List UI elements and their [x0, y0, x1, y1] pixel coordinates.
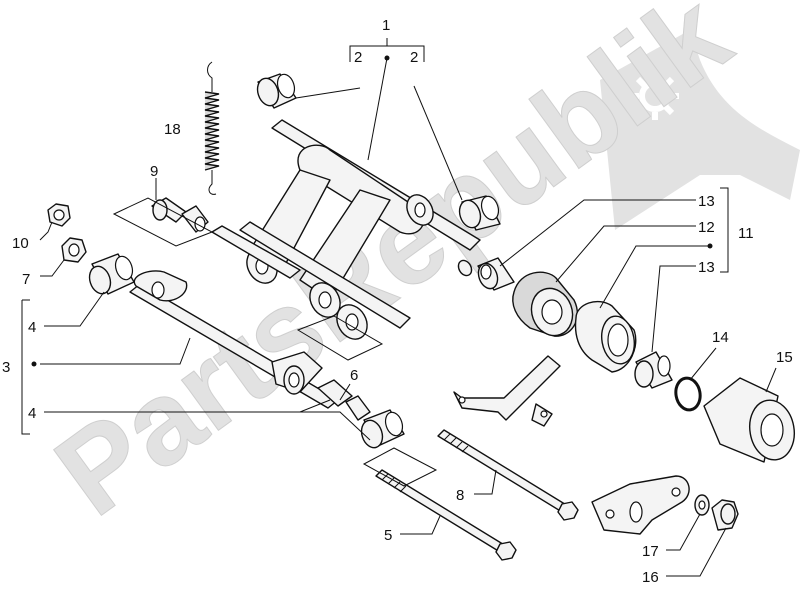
callout-4: 4 — [28, 319, 36, 336]
gear-icon — [631, 72, 679, 120]
callout-16: 16 — [642, 569, 659, 586]
part-12-bearing — [512, 271, 579, 337]
callout-18: 18 — [164, 121, 181, 138]
callout-9: 9 — [150, 163, 158, 180]
part-2-bush-right — [458, 195, 501, 231]
callout-3: 3 — [2, 359, 10, 376]
part-17-washer — [694, 494, 710, 516]
callout-1: 1 — [382, 17, 390, 34]
part-18-spring — [204, 61, 220, 195]
part-4-bush-upper — [88, 253, 135, 295]
part-5-bolt — [375, 469, 517, 561]
callout-dots — [31, 55, 713, 367]
part-4-bush-lower — [360, 409, 405, 449]
callout-8: 8 — [456, 487, 464, 504]
callout-13: 13 — [698, 259, 715, 276]
part-6-pin — [317, 379, 371, 421]
part-7-nut — [61, 237, 87, 263]
part-10-nut — [47, 203, 71, 227]
part-2-bush-upper — [256, 73, 297, 109]
callout-5: 5 — [384, 527, 392, 544]
part-15-cap — [703, 377, 795, 463]
callout-13: 13 — [698, 193, 715, 210]
spacer-plate-lower — [362, 447, 438, 487]
part-8-bolt — [437, 429, 579, 521]
callout-2: 2 — [410, 49, 418, 66]
part-plate — [591, 475, 690, 535]
callout-10: 10 — [12, 235, 29, 252]
leader-lines — [21, 38, 777, 577]
part-13-bush-lower — [634, 351, 673, 389]
part-11-bracket — [453, 300, 637, 427]
callout-6: 6 — [350, 367, 358, 384]
watermark-flag-icon — [600, 30, 800, 230]
spacer-plate-swing-arm — [296, 315, 384, 361]
callout-11: 11 — [738, 225, 754, 242]
part-16-nut — [711, 499, 739, 531]
callout-4: 4 — [28, 405, 36, 422]
spacer-plate-9 — [112, 197, 214, 247]
callout-7: 7 — [22, 271, 30, 288]
part-1-swing-arm — [211, 119, 481, 340]
callout-17: 17 — [642, 543, 659, 560]
callout-2: 2 — [354, 49, 362, 66]
callout-15: 15 — [776, 349, 793, 366]
callout-12: 12 — [698, 219, 715, 236]
watermark-brand-text: PartsRepublik — [33, 0, 753, 541]
part-13-bush-upper — [477, 257, 515, 291]
callout-labels: 1 2 2 18 9 13 12 11 13 10 7 4 3 14 15 6 … — [2, 17, 793, 586]
callout-14: 14 — [712, 329, 729, 346]
part-14-circlip — [674, 376, 702, 412]
